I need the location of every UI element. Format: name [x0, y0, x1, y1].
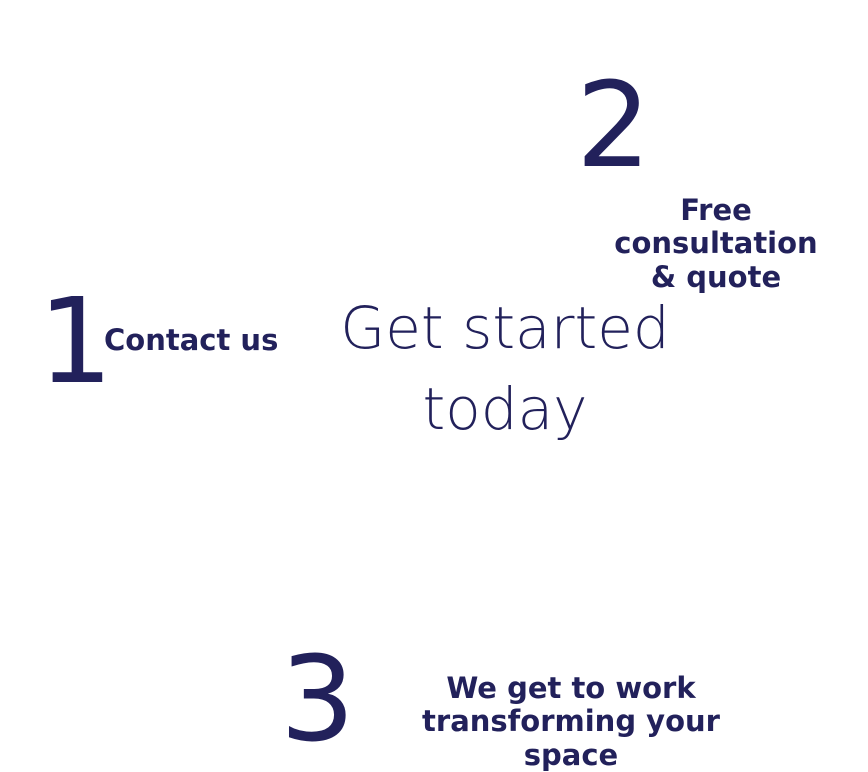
step-2-label-line: Free consultation [614, 193, 818, 261]
step-3-label-line: We get to work [446, 671, 696, 705]
hero-heading: Get started today [330, 288, 680, 450]
step-1-number: 1 [38, 272, 113, 410]
step-1-label-line: Contact us [104, 323, 279, 357]
step-2-number: 2 [576, 56, 651, 194]
hero-heading-line: today [422, 375, 588, 444]
step-3-number: 3 [280, 630, 355, 768]
step-3-label: We get to work transforming your space [376, 671, 766, 772]
hero-heading-line: Get started [340, 294, 670, 362]
step-2-label: Free consultation & quote [578, 193, 854, 294]
step-1-label: Contact us [104, 323, 279, 357]
step-3-label-line: transforming your space [422, 704, 720, 772]
step-2-label-line: & quote [650, 259, 782, 294]
